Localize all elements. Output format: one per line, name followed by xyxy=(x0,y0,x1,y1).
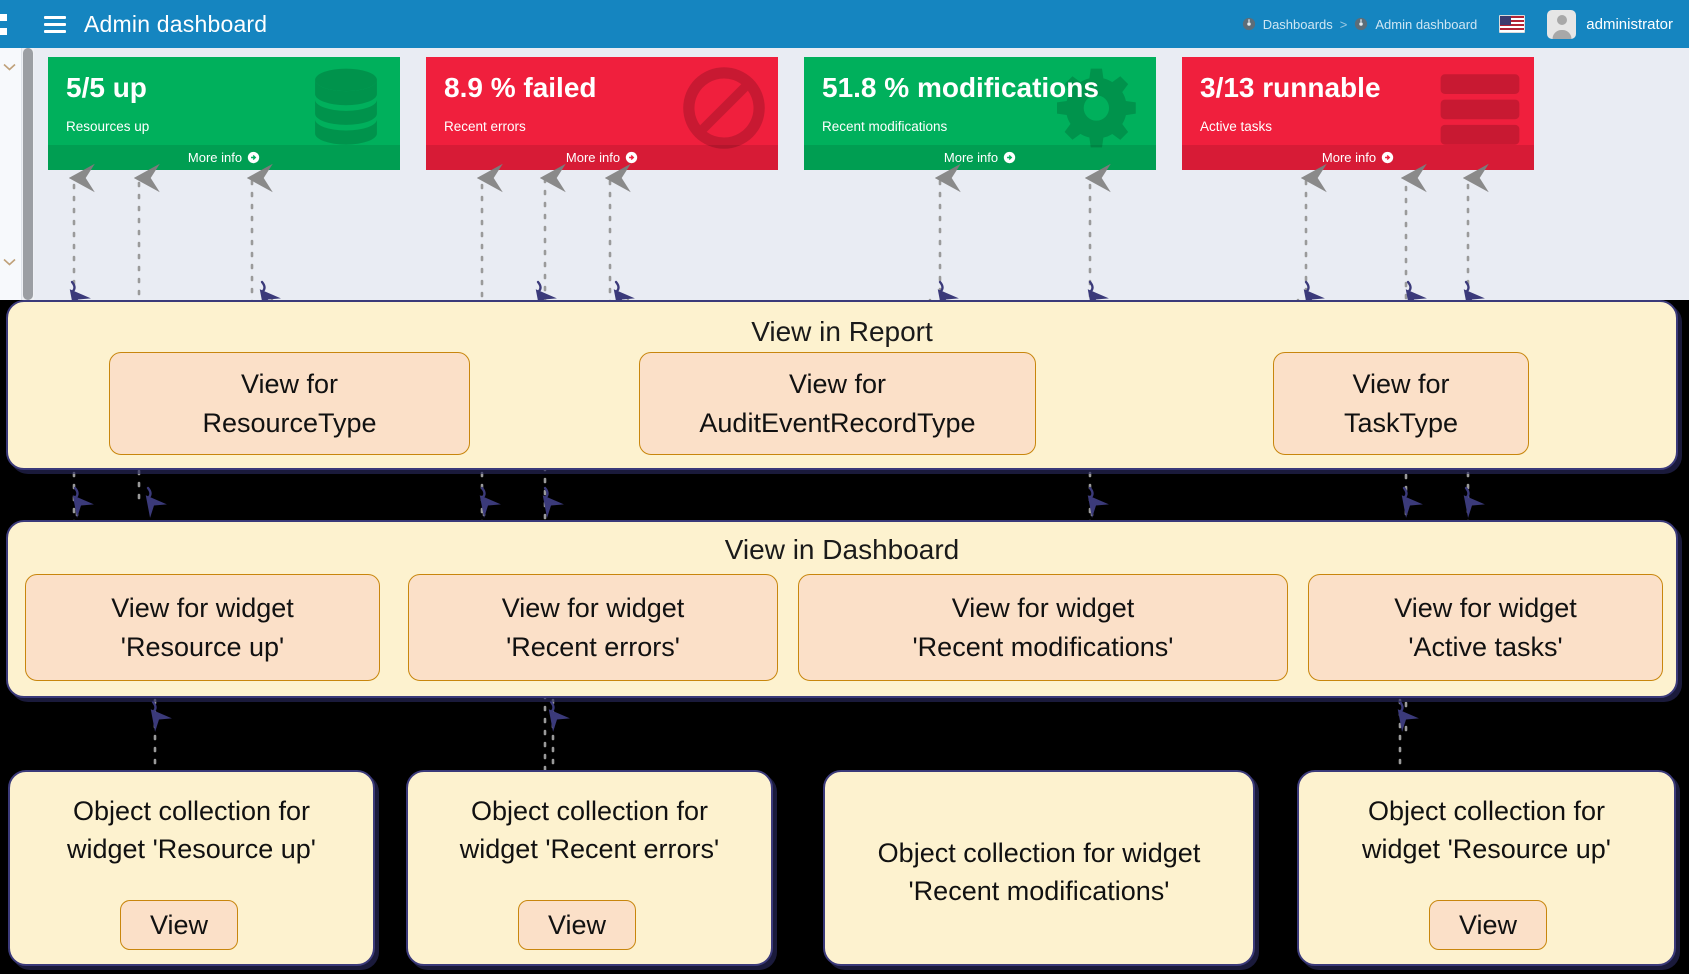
node-line-1: View for widget xyxy=(1394,593,1577,624)
view-button[interactable]: View xyxy=(518,900,636,950)
view-in-report-group: View in Report View for ResourceType Vie… xyxy=(6,300,1678,470)
node-line-2: 'Recent errors' xyxy=(506,631,680,662)
node-line-1: View for widget xyxy=(111,593,294,624)
username-label[interactable]: administrator xyxy=(1586,15,1673,33)
card-value: 51.8 % modifications xyxy=(822,72,1099,103)
collection-line-1: Object collection for widget xyxy=(877,838,1201,868)
view-in-report-title: View in Report xyxy=(751,316,933,347)
chevron-down-icon[interactable] xyxy=(3,58,16,71)
dashboard-card-recent-errors[interactable]: 8.9 % failed Recent errors More info xyxy=(426,57,778,170)
card-label: Active tasks xyxy=(1200,119,1273,134)
dashboard-card-resources-up[interactable]: 5/5 up Resources up More info xyxy=(48,57,400,170)
collection-line-1: Object collection for xyxy=(470,796,709,826)
collection-line-2: widget 'Resource up' xyxy=(1362,834,1611,865)
collection-label: Object collection for widget 'Resource u… xyxy=(1309,792,1664,869)
dashboard-icon xyxy=(1354,17,1368,31)
top-navigation-bar: Admin dashboard Dashboards > Admin dashb… xyxy=(0,0,1689,48)
node-line-1: View for xyxy=(240,369,339,400)
node-line-2: TaskType xyxy=(1343,407,1459,438)
node-line-1: View for xyxy=(788,369,887,400)
arrow-circle-right-icon xyxy=(247,151,260,164)
dashboard-cards-area: 5/5 up Resources up More info xyxy=(34,48,1689,300)
more-info-label: More info xyxy=(1321,150,1377,165)
more-info-link[interactable]: More info xyxy=(804,145,1156,170)
database-stack-icon xyxy=(298,63,394,153)
breadcrumb-item-admin-dashboard[interactable]: Admin dashboard xyxy=(1375,16,1478,32)
more-info-label: More info xyxy=(943,150,999,165)
dashboard-card-active-tasks[interactable]: 3/13 runnable Active tasks More info xyxy=(1182,57,1534,170)
vertical-scrollbar[interactable] xyxy=(22,48,34,300)
collection-label: Object collection for widget 'Resource u… xyxy=(20,792,363,869)
object-collection-resource-up: Object collection for widget 'Resource u… xyxy=(8,770,375,966)
card-value: 3/13 runnable xyxy=(1200,72,1381,103)
collection-line-2: widget 'Recent errors' xyxy=(459,834,720,865)
scrollbar-thumb[interactable] xyxy=(23,48,33,300)
breadcrumb-item-dashboards[interactable]: Dashboards xyxy=(1262,16,1333,32)
card-label: Recent modifications xyxy=(822,119,948,134)
arrow-circle-right-icon xyxy=(625,151,638,164)
collection-line-1: Object collection for xyxy=(1367,796,1606,826)
object-collection-resource-up-2: Object collection for widget 'Resource u… xyxy=(1297,770,1676,966)
view-in-dashboard-title: View in Dashboard xyxy=(724,534,960,565)
object-collection-recent-modifications: Object collection for widget 'Recent mod… xyxy=(823,770,1255,966)
node-widget-recent-errors[interactable]: View for widget 'Recent errors' xyxy=(408,574,778,681)
app-screenshot-region: Admin dashboard Dashboards > Admin dashb… xyxy=(0,0,1689,300)
card-value: 5/5 up xyxy=(66,72,147,103)
breadcrumb-separator: > xyxy=(1339,16,1348,32)
page-title: Admin dashboard xyxy=(84,10,268,37)
hamburger-icon[interactable] xyxy=(44,0,78,48)
node-line-2: AuditEventRecordType xyxy=(699,407,976,438)
node-widget-resource-up[interactable]: View for widget 'Resource up' xyxy=(25,574,380,681)
collection-line-2: 'Recent modifications' xyxy=(908,876,1170,907)
dashboard-icon xyxy=(1242,17,1256,31)
node-line-2: 'Active tasks' xyxy=(1408,631,1563,662)
node-line-2: ResourceType xyxy=(202,407,377,438)
collection-label: Object collection for widget 'Recent mod… xyxy=(835,834,1243,911)
card-label: Recent errors xyxy=(444,119,526,134)
card-label: Resources up xyxy=(66,119,150,134)
arrow-circle-right-icon xyxy=(1381,151,1394,164)
arrow-circle-right-icon xyxy=(1003,151,1016,164)
collection-line-2: widget 'Resource up' xyxy=(67,834,316,865)
node-view-for-auditeventrecordtype[interactable]: View for AuditEventRecordType xyxy=(639,352,1036,455)
node-line-1: View for widget xyxy=(951,593,1135,624)
dashboard-card-recent-modifications[interactable]: 51.8 % modifications Recent modification… xyxy=(804,57,1156,170)
collection-label: Object collection for widget 'Recent err… xyxy=(418,792,761,869)
gear-icon xyxy=(1054,63,1150,153)
node-line-1: View for xyxy=(1352,369,1450,400)
node-view-for-tasktype[interactable]: View for TaskType xyxy=(1273,352,1529,455)
node-view-for-resourcetype[interactable]: View for ResourceType xyxy=(109,352,470,455)
collection-line-1: Object collection for xyxy=(72,796,311,826)
node-widget-active-tasks[interactable]: View for widget 'Active tasks' xyxy=(1308,574,1663,681)
object-collection-recent-errors: Object collection for widget 'Recent err… xyxy=(406,770,773,966)
dashboard-cards-row: 5/5 up Resources up More info xyxy=(48,57,1534,170)
user-avatar-icon[interactable] xyxy=(1547,9,1577,39)
left-sidebar-rail xyxy=(0,48,22,300)
us-flag-icon[interactable] xyxy=(1499,15,1526,33)
more-info-link[interactable]: More info xyxy=(1182,145,1534,170)
node-widget-recent-modifications[interactable]: View for widget 'Recent modifications' xyxy=(798,574,1288,681)
more-info-link[interactable]: More info xyxy=(48,145,400,170)
chevron-down-icon[interactable] xyxy=(3,253,16,266)
view-button[interactable]: View xyxy=(1429,900,1547,950)
breadcrumb: Dashboards > Admin dashboard xyxy=(1242,16,1478,32)
task-list-icon xyxy=(1432,63,1528,153)
ban-icon xyxy=(676,63,772,153)
view-in-dashboard-group: View in Dashboard View for widget 'Resou… xyxy=(6,520,1678,698)
more-info-label: More info xyxy=(187,150,243,165)
node-line-1: View for widget xyxy=(501,593,685,624)
more-info-link[interactable]: More info xyxy=(426,145,778,170)
node-line-2: 'Resource up' xyxy=(120,631,285,662)
left-edge-marker xyxy=(0,0,18,48)
view-button[interactable]: View xyxy=(120,900,238,950)
more-info-label: More info xyxy=(565,150,621,165)
card-value: 8.9 % failed xyxy=(444,72,597,103)
node-line-2: 'Recent modifications' xyxy=(912,631,1174,662)
